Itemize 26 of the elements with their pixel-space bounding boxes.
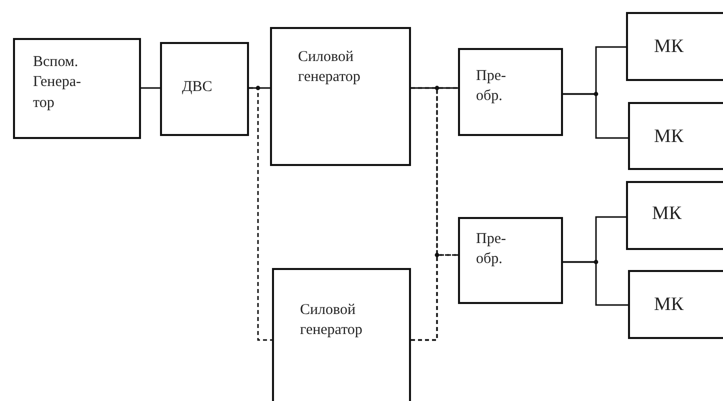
block-box	[272, 268, 411, 401]
block-box	[628, 102, 723, 170]
block-label: Силовой генератор	[300, 301, 364, 340]
block-label: МК	[654, 125, 685, 149]
block-label: МК	[652, 202, 683, 226]
block-box	[626, 12, 723, 81]
block-label: Силовой генератор	[298, 48, 362, 88]
connector-line	[141, 87, 160, 89]
block-box	[13, 38, 141, 139]
block-label: ДВС	[182, 78, 214, 97]
block-label: Пре-обр.	[476, 67, 507, 106]
block-label: МК	[654, 35, 685, 59]
block-box	[458, 217, 563, 304]
block-box	[458, 48, 563, 136]
block-label: Вспом. Генера-тор	[33, 53, 82, 112]
dashed-connector	[411, 254, 458, 341]
block-label: Пре-обр.	[476, 230, 507, 270]
block-box	[626, 181, 723, 250]
dashed-connector	[411, 87, 458, 256]
connector-line	[563, 261, 628, 306]
connector-line	[563, 93, 628, 139]
block-box	[628, 270, 723, 339]
block-box	[160, 42, 249, 136]
block-box	[270, 27, 411, 166]
dashed-connector	[249, 87, 272, 341]
block-label: МК	[654, 293, 685, 317]
